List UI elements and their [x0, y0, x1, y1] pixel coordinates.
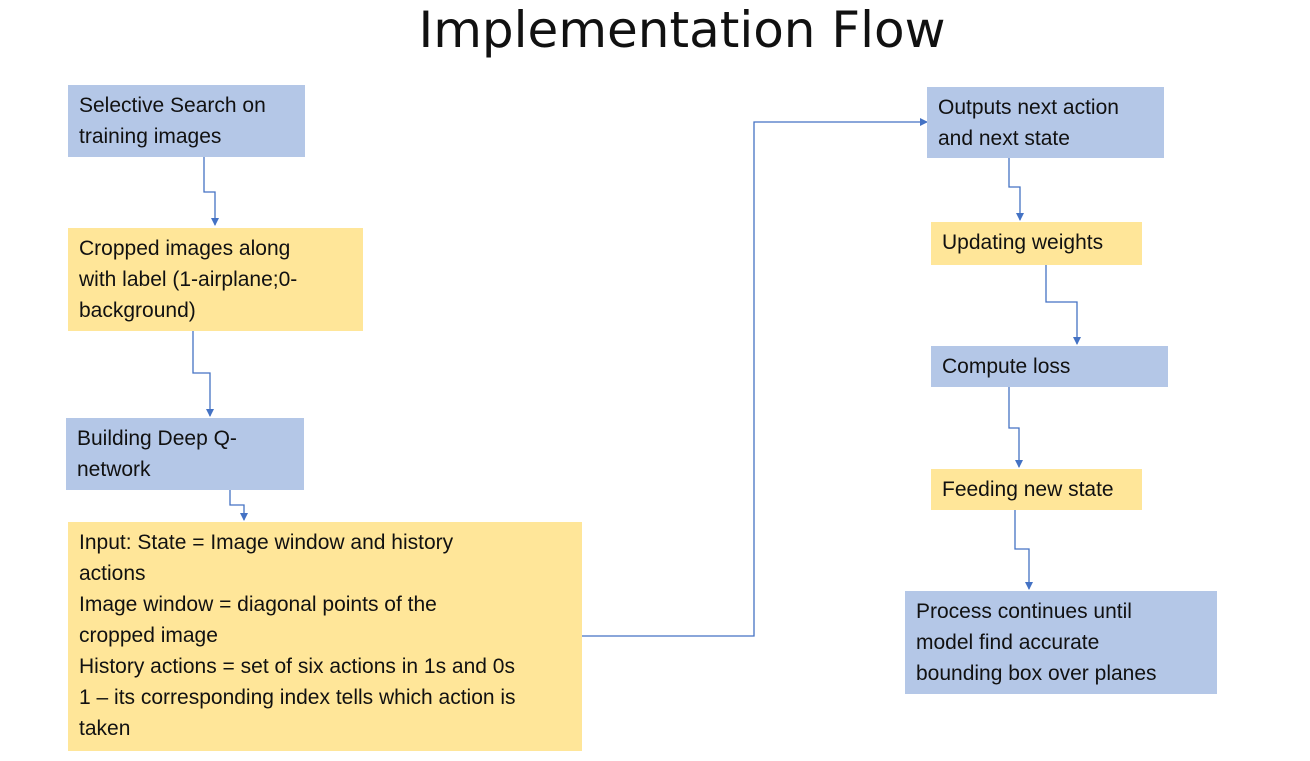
box-selective-search: Selective Search on training images [68, 85, 305, 157]
connector-feeding-to-process [1014, 510, 1033, 590]
connector-outputs-to-updating [1008, 158, 1024, 221]
box-process-continues: Process continues until model find accur… [905, 591, 1217, 694]
box-cropped-images: Cropped images along with label (1-airpl… [68, 228, 363, 331]
diagram-title: Implementation Flow [418, 1, 946, 59]
connector-updating-to-loss [1045, 265, 1081, 345]
box-outputs-next: Outputs next action and next state [927, 87, 1164, 158]
box-feeding-state: Feeding new state [931, 469, 1142, 510]
box-building-dqn: Building Deep Q- network [66, 418, 304, 490]
connector-input-to-outputs [582, 118, 928, 637]
connector-loss-to-feeding [1008, 387, 1023, 468]
connector-cropped-to-dqn [192, 331, 214, 417]
connector-search-to-cropped [203, 157, 219, 226]
connector-dqn-to-input [229, 490, 248, 521]
box-compute-loss: Compute loss [931, 346, 1168, 387]
box-updating-weights: Updating weights [931, 222, 1142, 265]
box-input-state: Input: State = Image window and history … [68, 522, 582, 751]
